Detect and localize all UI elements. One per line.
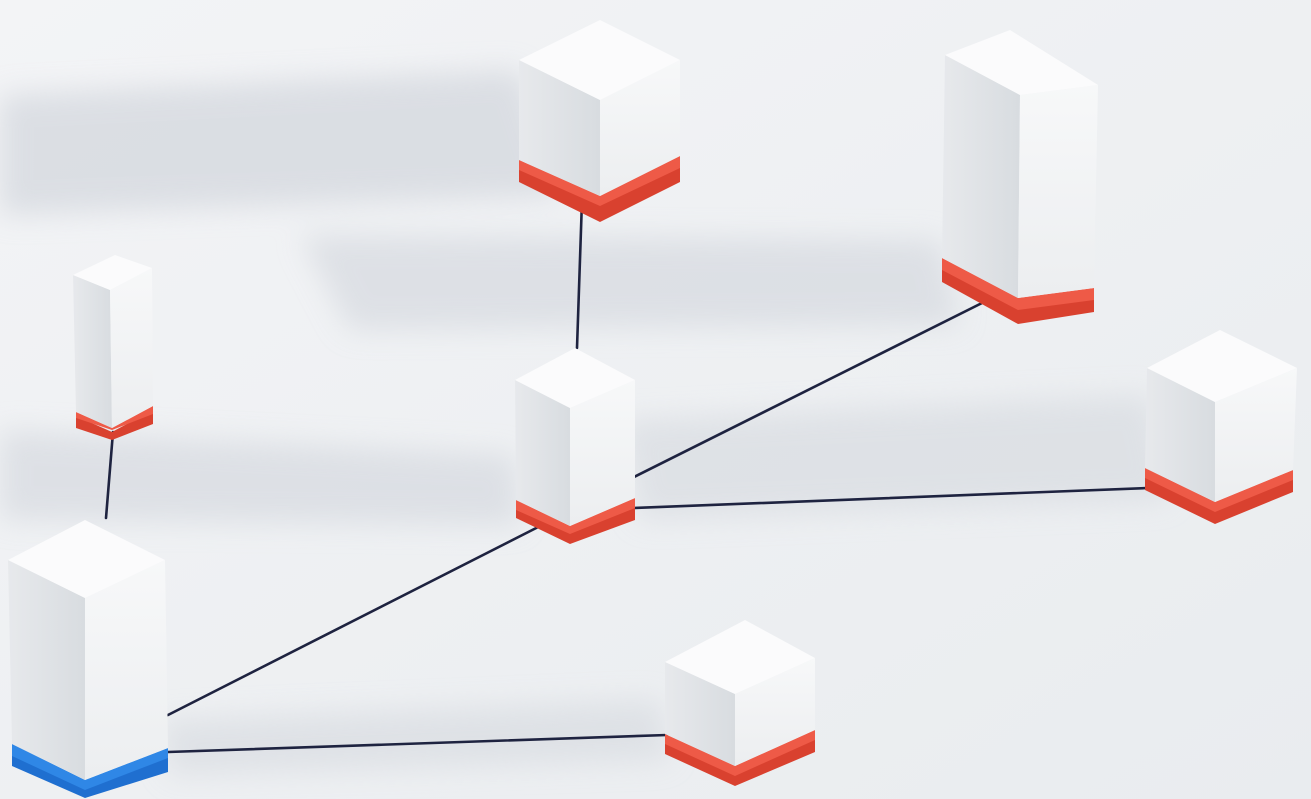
node-bottom-center <box>665 620 815 786</box>
node-left-slim <box>73 255 153 440</box>
link-top-center-to-center <box>575 198 584 350</box>
node-right <box>1145 330 1297 524</box>
cast-shadows <box>0 70 1170 775</box>
link-center-to-top-right <box>630 291 1004 480</box>
node-top-center <box>519 20 680 222</box>
node-bottom-left-primary <box>8 520 168 798</box>
network-links <box>104 198 1150 754</box>
link-center-to-right <box>632 486 1150 510</box>
node-center <box>515 348 635 544</box>
node-top-right-tall <box>942 30 1098 324</box>
link-bottom-left-to-bottom-center <box>166 733 669 754</box>
link-center-to-bottom-left <box>166 520 550 717</box>
link-left-slim-to-bottom-left <box>104 430 115 520</box>
